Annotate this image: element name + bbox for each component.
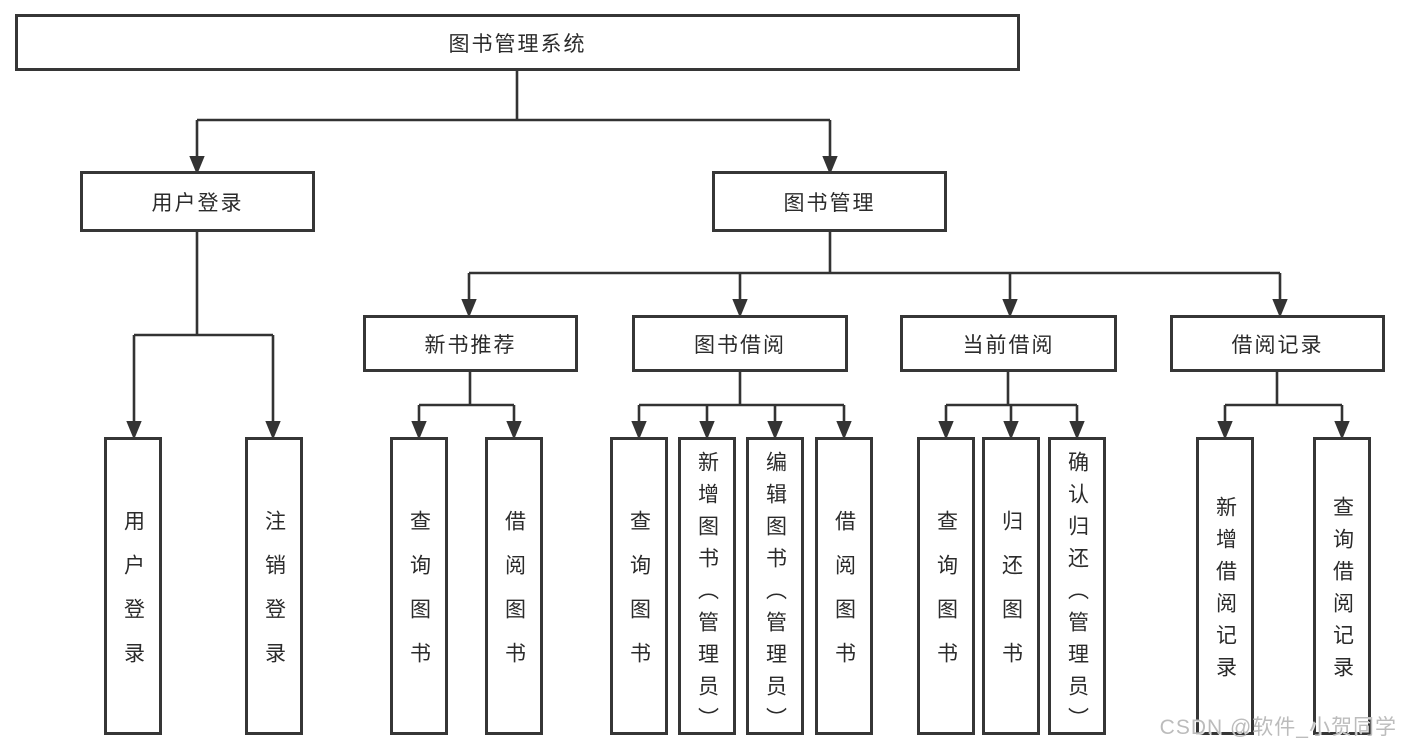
leaf-query-borrow-record: 查询借阅记录 xyxy=(1313,437,1371,735)
leaf-add-books-admin: 新增图书（管理员） xyxy=(678,437,736,739)
leaf-confirm-return-admin: 确认归还（管理员） xyxy=(1048,437,1106,739)
root-node: 图书管理系统 xyxy=(15,14,1020,71)
leaf-return-books: 归还图书 xyxy=(982,437,1040,735)
leaf-borrow-books-recommend: 借阅图书 xyxy=(485,437,543,735)
leaf-query-books-current: 查询图书 xyxy=(917,437,975,735)
leaf-query-books-borrow: 查询图书 xyxy=(610,437,668,735)
leaf-add-borrow-record: 新增借阅记录 xyxy=(1196,437,1254,735)
leaf-user-login: 用户登录 xyxy=(104,437,162,735)
node-book-management: 图书管理 xyxy=(712,171,947,232)
leaf-logout: 注销登录 xyxy=(245,437,303,735)
node-user-login: 用户登录 xyxy=(80,171,315,232)
node-book-borrow: 图书借阅 xyxy=(632,315,848,372)
node-borrow-records: 借阅记录 xyxy=(1170,315,1385,372)
leaf-edit-books-admin: 编辑图书（管理员） xyxy=(746,437,804,739)
node-new-book-recommend: 新书推荐 xyxy=(363,315,578,372)
leaf-query-books-recommend: 查询图书 xyxy=(390,437,448,735)
csdn-watermark: CSDN @软件_小贺同学 xyxy=(1159,716,1397,739)
leaf-borrow-books: 借阅图书 xyxy=(815,437,873,735)
node-current-borrow: 当前借阅 xyxy=(900,315,1117,372)
